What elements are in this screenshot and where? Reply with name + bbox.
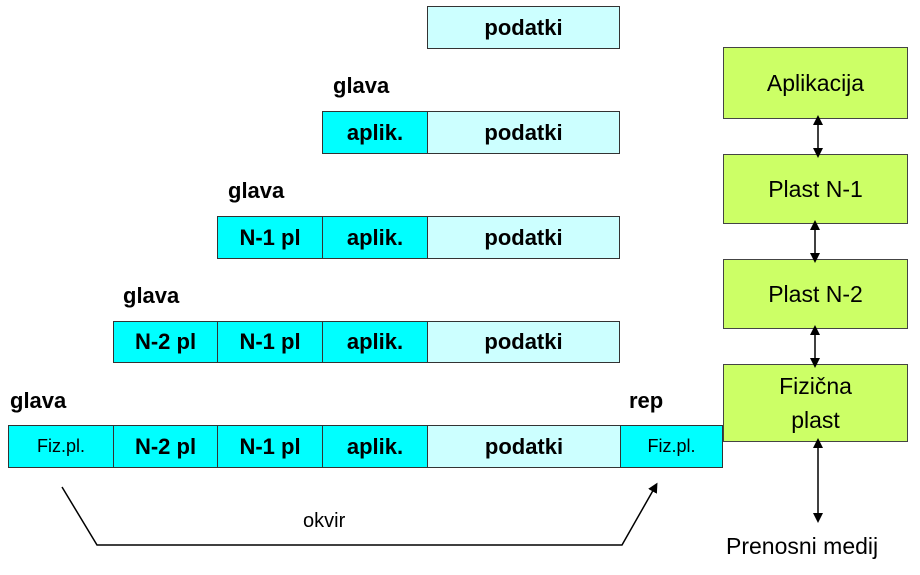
row5-header-label: glava <box>10 388 67 413</box>
layer-physical: Fizična plast <box>723 364 908 442</box>
row5-trailer-label: rep <box>629 388 664 413</box>
row4-app-header-cell: aplik. <box>322 321 428 363</box>
row5-data-cell: podatki <box>427 425 621 468</box>
row5-n1-header-cell: N-1 pl <box>217 425 323 468</box>
layer-application: Aplikacija <box>723 47 908 119</box>
layer-physical-line2: plast <box>791 407 840 433</box>
row5-phys-header-cell: Fiz.pl. <box>8 425 114 468</box>
row3-n1-header-cell: N-1 pl <box>217 216 323 259</box>
row4-header-label: glava <box>123 283 180 308</box>
row4-n2-header-cell: N-2 pl <box>113 321 218 363</box>
row5-app-header-cell: aplik. <box>322 425 428 468</box>
row1-data-cell: podatki <box>427 6 620 49</box>
layer-physical-line1: Fizična <box>779 373 852 399</box>
layer-n2: Plast N-2 <box>723 259 908 329</box>
row5-phys-trailer-cell: Fiz.pl. <box>620 425 723 468</box>
row2-data-cell: podatki <box>427 111 620 154</box>
row3-data-cell: podatki <box>427 216 620 259</box>
frame-label: okvir <box>303 510 346 532</box>
row3-header-label: glava <box>228 178 285 203</box>
row2-header-label: glava <box>333 73 390 98</box>
row4-n1-header-cell: N-1 pl <box>217 321 323 363</box>
row5-n2-header-cell: N-2 pl <box>113 425 218 468</box>
transmission-medium-label: Prenosni medij <box>726 533 879 559</box>
row4-data-cell: podatki <box>427 321 620 363</box>
frame-bracket-arrow <box>61 482 658 546</box>
